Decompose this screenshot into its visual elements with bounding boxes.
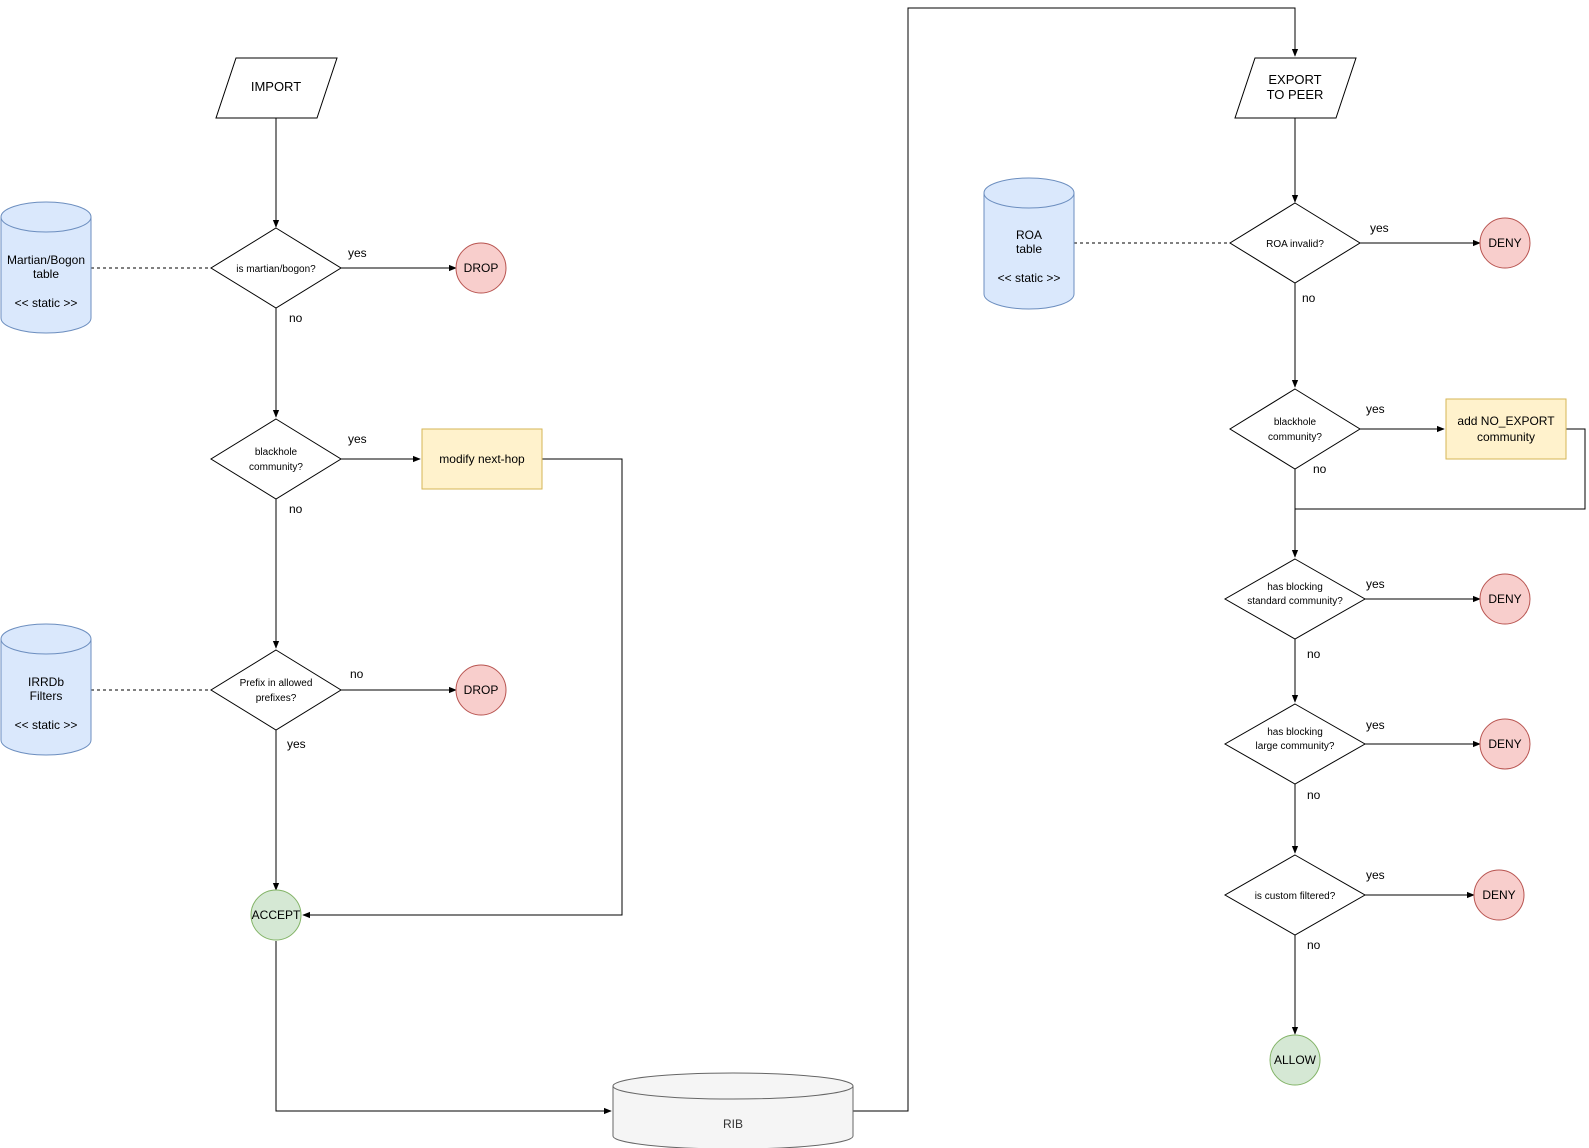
prefix-yes-label: yes (287, 737, 306, 751)
large-decision-line2: large community? (1256, 741, 1335, 752)
import-blackhole-yes-label: yes (348, 432, 367, 446)
prefix-decision-line1: Prefix in allowed (240, 678, 313, 689)
import-edges (91, 7, 1299, 1115)
large-deny-label: DENY (1488, 737, 1521, 751)
roa-table-line3: << static >> (998, 271, 1061, 285)
export-label-line1: EXPORT (1268, 72, 1321, 87)
import-blackhole-decision: blackhole community? yes no (210, 418, 367, 516)
large-deny-terminal: DENY (1479, 718, 1531, 770)
export-parallelogram (1234, 57, 1357, 119)
custom-no-label: no (1307, 938, 1321, 952)
allow-terminal: ALLOW (1269, 1034, 1321, 1086)
roa-deny-terminal: DENY (1479, 217, 1531, 269)
custom-filtered-decision: is custom filtered? yes no (1223, 854, 1385, 952)
large-no-label: no (1307, 788, 1321, 802)
standard-decision-line1: has blocking (1267, 582, 1323, 593)
roa-table-line2: table (1016, 242, 1042, 256)
roa-decision: ROA invalid? yes no (1229, 202, 1389, 305)
custom-yes-label: yes (1366, 868, 1385, 882)
modify-next-hop-label: modify next-hop (439, 452, 525, 466)
import-label: IMPORT (251, 79, 301, 94)
export-label-line2: TO PEER (1267, 87, 1324, 102)
prefix-drop-label: DROP (464, 683, 499, 697)
standard-community-decision: has blocking standard community? yes no (1223, 558, 1385, 661)
prefix-decision: Prefix in allowed prefixes? no yes (210, 649, 364, 751)
edge-rib-to-export (853, 7, 1299, 1112)
prefix-no-label: no (350, 667, 364, 681)
standard-deny-label: DENY (1488, 592, 1521, 606)
large-decision-line1: has blocking (1267, 727, 1323, 738)
edge-noexport-rejoin (1295, 428, 1586, 510)
roa-no-label: no (1302, 291, 1316, 305)
custom-deny-label: DENY (1482, 888, 1515, 902)
martian-bogon-table: Martian/Bogon table << static >> (0, 201, 92, 334)
accept-label: ACCEPT (252, 908, 301, 922)
import-node: IMPORT (215, 57, 338, 119)
roa-yes-label: yes (1370, 221, 1389, 235)
roa-table-line1: ROA (1016, 228, 1042, 242)
martian-drop-label: DROP (464, 261, 499, 275)
export-blackhole-line2: community? (1268, 432, 1322, 443)
standard-decision-line2: standard community? (1247, 596, 1343, 607)
irrdb-line1: IRRDb (28, 675, 64, 689)
export-edges (1074, 118, 1586, 1035)
martian-table-line3: << static >> (15, 296, 78, 310)
prefix-drop-terminal: DROP (455, 664, 507, 716)
import-blackhole-line1: blackhole (255, 447, 298, 458)
export-node: EXPORT TO PEER (1234, 57, 1357, 119)
add-no-export-line2: community (1477, 430, 1535, 444)
import-parallelogram (215, 57, 338, 119)
add-no-export-process: add NO_EXPORT community (1445, 398, 1567, 460)
martian-table-line1: Martian/Bogon (7, 253, 85, 267)
export-blackhole-decision: blackhole community? yes no (1229, 388, 1385, 476)
martian-no-label: no (289, 311, 303, 325)
export-blackhole-yes-label: yes (1366, 402, 1385, 416)
martian-decision: is martian/bogon? yes no (210, 227, 367, 325)
custom-decision-label: is custom filtered? (1255, 891, 1336, 902)
export-blackhole-no-label: no (1313, 462, 1327, 476)
martian-yes-label: yes (348, 246, 367, 260)
rib-database: RIB (612, 1072, 854, 1148)
edge-accept-to-rib (275, 941, 612, 1115)
roa-deny-label: DENY (1488, 236, 1521, 250)
martian-drop-terminal: DROP (455, 242, 507, 294)
accept-terminal: ACCEPT (250, 889, 302, 941)
irrdb-line2: Filters (30, 689, 63, 703)
export-blackhole-line1: blackhole (1274, 417, 1317, 428)
modify-next-hop-process: modify next-hop (421, 428, 543, 490)
roa-table: ROA table << static >> (983, 177, 1075, 310)
allow-label: ALLOW (1274, 1053, 1317, 1067)
roa-decision-label: ROA invalid? (1266, 239, 1324, 250)
import-blackhole-line2: community? (249, 462, 303, 473)
large-community-decision: has blocking large community? yes no (1223, 703, 1385, 802)
standard-deny-terminal: DENY (1479, 573, 1531, 625)
irrdb-line3: << static >> (15, 718, 78, 732)
martian-decision-label: is martian/bogon? (236, 264, 316, 275)
import-blackhole-no-label: no (289, 502, 303, 516)
edge-modify-to-accept (302, 458, 623, 919)
add-no-export-line1: add NO_EXPORT (1457, 414, 1555, 428)
prefix-decision-line2: prefixes? (256, 693, 297, 704)
custom-deny-terminal: DENY (1473, 869, 1525, 921)
large-yes-label: yes (1366, 718, 1385, 732)
standard-yes-label: yes (1366, 577, 1385, 591)
standard-no-label: no (1307, 647, 1321, 661)
martian-table-line2: table (33, 267, 59, 281)
irrdb-filters-table: IRRDb Filters << static >> (0, 623, 92, 756)
rib-label: RIB (723, 1117, 743, 1131)
